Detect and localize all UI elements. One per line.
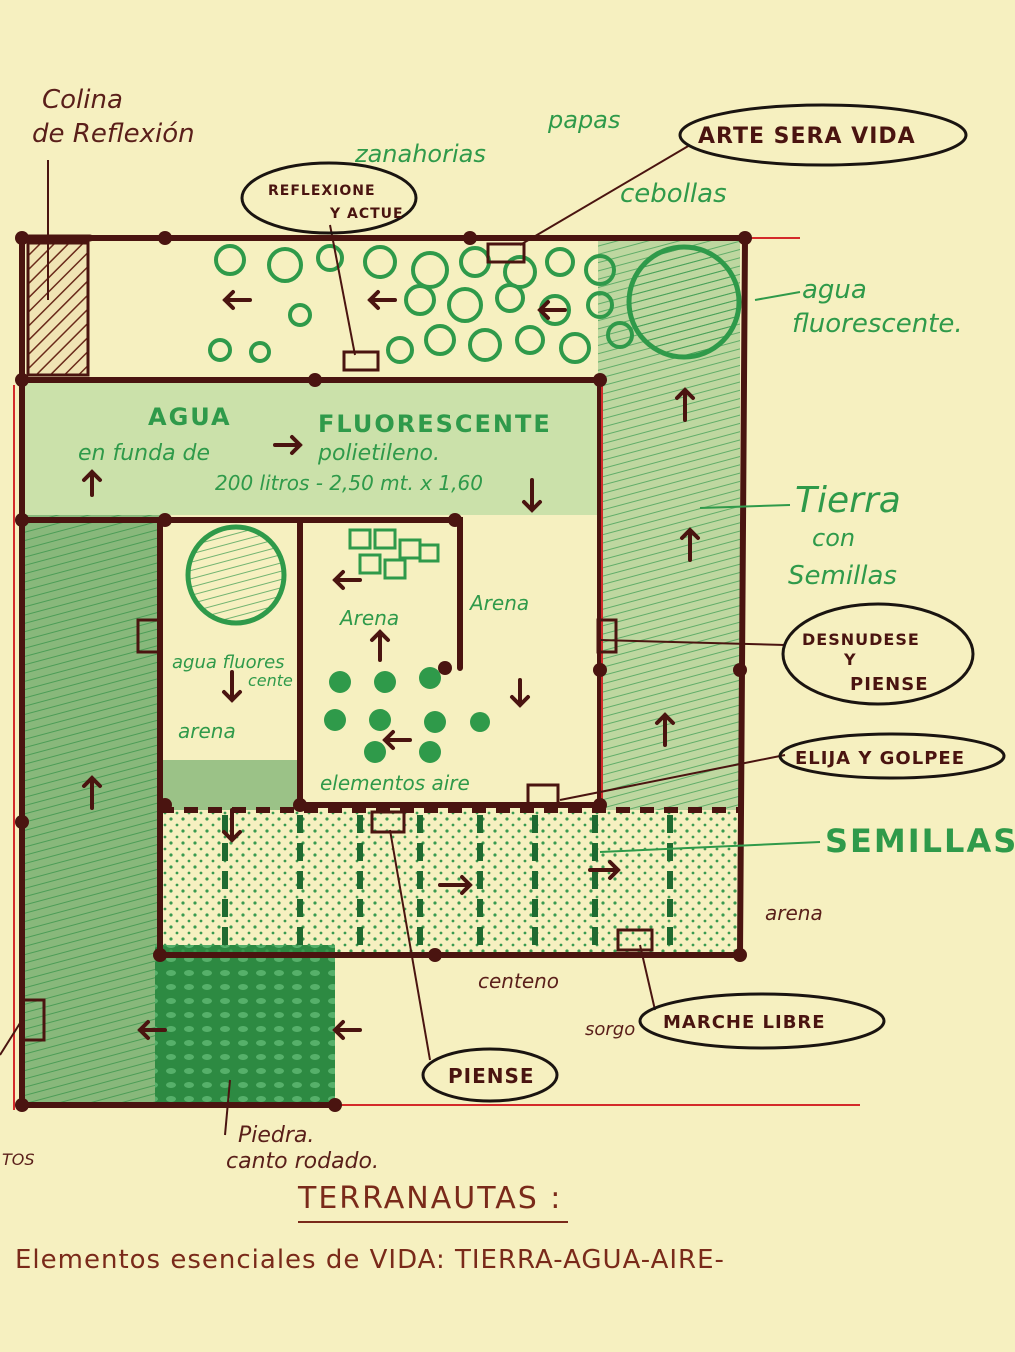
- elija-label: ELIJA Y GOLPEE: [795, 748, 965, 769]
- label-bubbles: [240, 103, 1006, 1103]
- arena-left-label: arena: [178, 719, 236, 743]
- funda-label: en funda de: [78, 441, 210, 466]
- zanahorias-label: zanahorias: [354, 140, 486, 168]
- arena-inner-label-1: Arena: [338, 606, 399, 630]
- reflexione-bubble: [240, 161, 418, 235]
- doors: [20, 242, 654, 1042]
- centeno-label: centeno: [478, 969, 559, 993]
- piense-label: PIENSE: [448, 1064, 535, 1088]
- vegetable-blobs: [208, 244, 634, 364]
- colina-label-line1: Colina: [42, 85, 123, 115]
- air-elements: [324, 528, 490, 763]
- cebollas-label: cebollas: [620, 179, 727, 209]
- semillas-small-label: Semillas: [788, 561, 897, 591]
- tos-label: TOS: [2, 1150, 35, 1169]
- desnudese-label-line2: Y: [843, 650, 857, 669]
- red-guide-lines: [13, 237, 860, 1110]
- marche-libre-label: MARCHE LIBRE: [663, 1012, 826, 1033]
- colina-label-line2: de Reflexión: [32, 119, 195, 149]
- agua-big-label: AGUA: [148, 403, 232, 431]
- elija-bubble: [778, 732, 1006, 780]
- arte-sera-vida-bubble: [678, 103, 968, 167]
- piense-bubble: [421, 1047, 559, 1103]
- sorgo-label: sorgo: [585, 1019, 635, 1040]
- agua-inner-label-2: cente: [248, 671, 293, 690]
- plan-nodes: [15, 231, 752, 1112]
- arena-inner-label-2: Arena: [468, 591, 529, 615]
- reflexione-label-line2: Y ACTUE: [329, 206, 404, 222]
- con-label: con: [812, 524, 855, 552]
- desnudese-label-line1: DESNUDESE: [802, 630, 920, 649]
- hill-of-reflection: [26, 241, 90, 377]
- flow-arrows: [82, 290, 700, 1040]
- semillas-big-label: SEMILLAS: [825, 822, 1015, 860]
- fluorescente-big-label: FLUORESCENTE: [318, 410, 552, 438]
- arte-sera-vida-label: ARTE SERA VIDA: [698, 124, 916, 149]
- piedra-label-line1: Piedra.: [238, 1123, 314, 1148]
- litros-label: 200 litros - 2,50 mt. x 1,60: [215, 471, 483, 495]
- leader-lines: [0, 144, 821, 1136]
- seed-row-dividers: [222, 815, 673, 945]
- water-circles: [185, 244, 742, 626]
- piedra-label-line2: canto rodado.: [226, 1149, 379, 1174]
- polietileno-label: polietileno.: [317, 441, 440, 466]
- page-title: TERRANAUTAS :: [297, 1181, 562, 1216]
- agua-inner-label-1: agua fluores: [172, 652, 285, 673]
- marche-libre-bubble: [638, 992, 886, 1050]
- desnudese-label-line3: PIENSE: [850, 674, 929, 695]
- agua-fluorescente-label-line1: agua: [802, 275, 867, 305]
- tierra-label: Tierra: [795, 480, 901, 521]
- arena-right-label: arena: [765, 901, 823, 925]
- elementos-aire-label: elementos aire: [320, 771, 470, 795]
- papas-label: papas: [547, 106, 620, 134]
- desnudese-bubble: [781, 602, 975, 706]
- page-subtitle: Elementos esenciales de VIDA: TIERRA-AGU…: [15, 1245, 725, 1275]
- reflexione-label-line1: REFLEXIONE: [268, 183, 376, 199]
- agua-fluorescente-label-line2: fluorescente.: [792, 309, 963, 339]
